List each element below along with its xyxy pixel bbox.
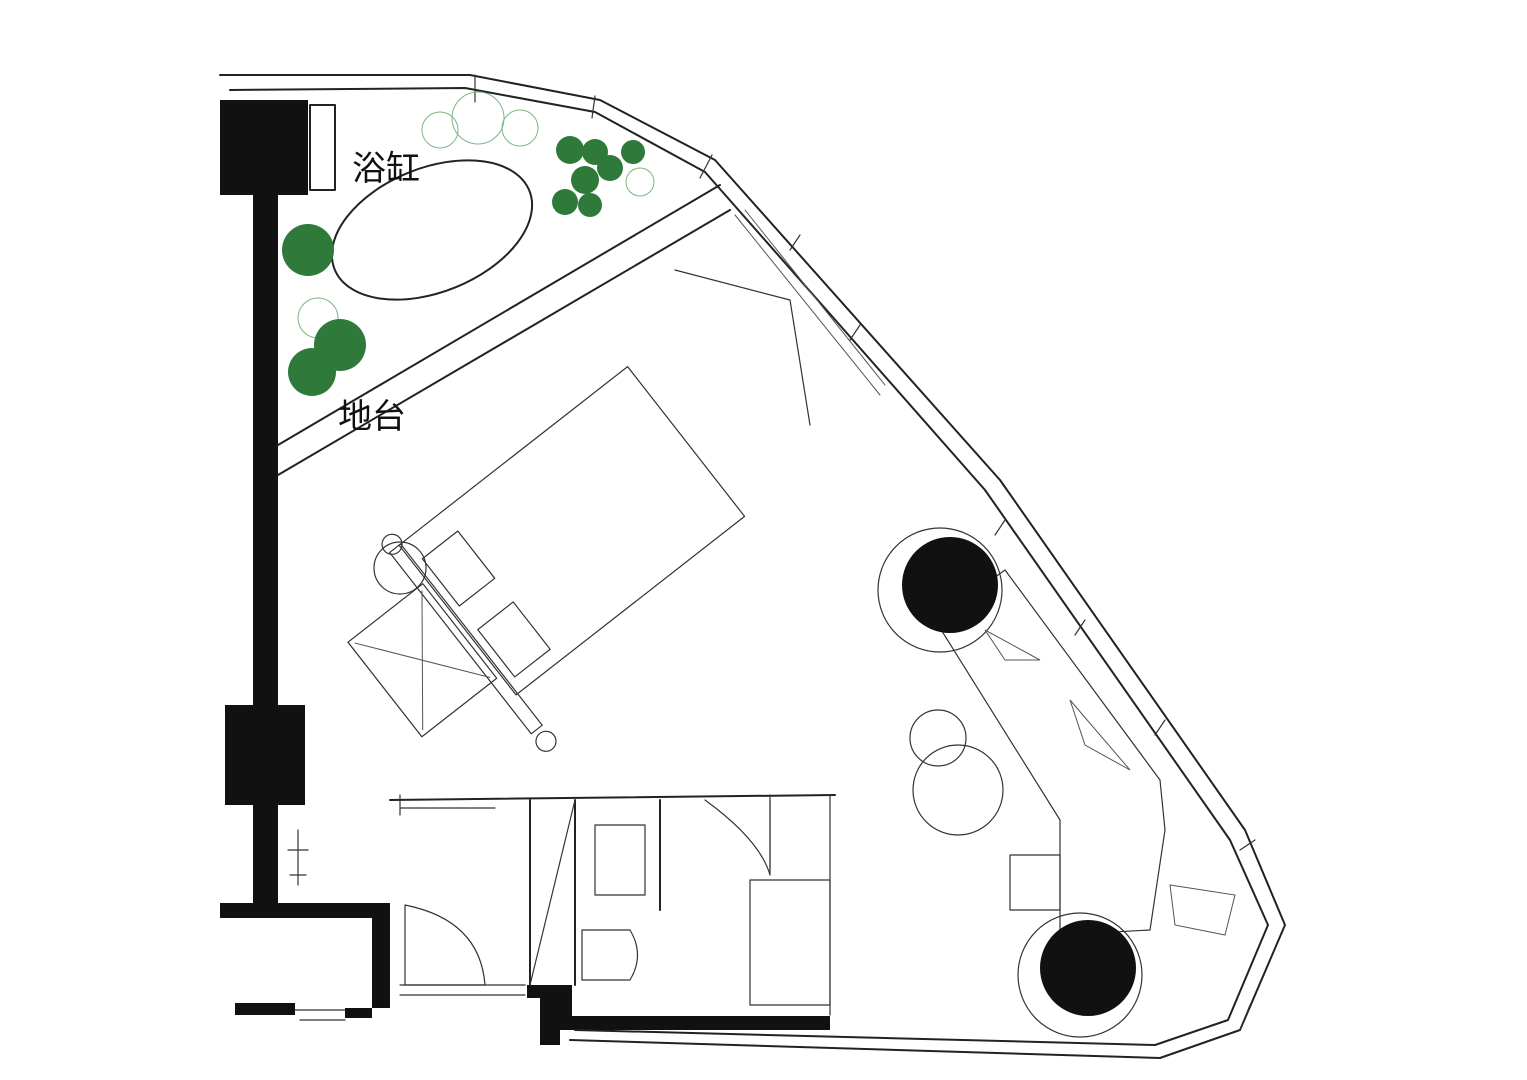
- wardrobe: [749, 879, 831, 1006]
- bathtub-label: 浴缸: [352, 149, 420, 189]
- entry-door: [404, 904, 486, 986]
- armchair-ring-top: [877, 527, 1003, 653]
- bed-frame: [398, 366, 746, 696]
- pillow-2: [477, 601, 551, 678]
- pillow-1: [421, 530, 496, 607]
- bedside-lamp-2: [535, 730, 557, 752]
- plant-left-upper: [282, 224, 334, 276]
- bed: [347, 366, 746, 752]
- swing-door-bath: [704, 799, 771, 876]
- tv-wall: [674, 269, 811, 426]
- armchair-ring-bottom: [1017, 912, 1143, 1038]
- plants: [282, 91, 655, 396]
- window-outline: [219, 74, 1286, 1059]
- plant-left-lower: [288, 297, 366, 396]
- lounge: [877, 527, 1236, 1038]
- lounge-sofa: [934, 569, 1166, 936]
- plant-cluster-top: [421, 91, 655, 217]
- entry-wall: [220, 903, 390, 1018]
- side-stool: [373, 541, 427, 595]
- armchair-top: [902, 537, 998, 633]
- bathtub: [330, 159, 534, 301]
- bedside-lamp-1: [381, 533, 403, 555]
- left-window-ticks: [287, 829, 346, 1021]
- wall-stub-bottom: [235, 1003, 295, 1015]
- armchair-bottom: [1040, 920, 1136, 1016]
- side-table-1: [909, 709, 967, 767]
- left-wall: [253, 190, 278, 710]
- platform-label: 地台: [338, 397, 406, 437]
- side-table-2: [912, 744, 1004, 836]
- column-mid-left: [225, 705, 305, 805]
- vanity-basin: [594, 824, 646, 896]
- shower-glass: [529, 799, 576, 986]
- bed-bench: [347, 583, 498, 738]
- platform-zone: [277, 104, 731, 476]
- column-top-left: [220, 100, 308, 195]
- desk-chair: [1009, 854, 1061, 911]
- bath-partition: [529, 799, 661, 986]
- toilet: [581, 929, 639, 981]
- left-wall-lower: [253, 800, 278, 910]
- bed-headboard: [389, 543, 543, 735]
- bathroom: [389, 794, 836, 1016]
